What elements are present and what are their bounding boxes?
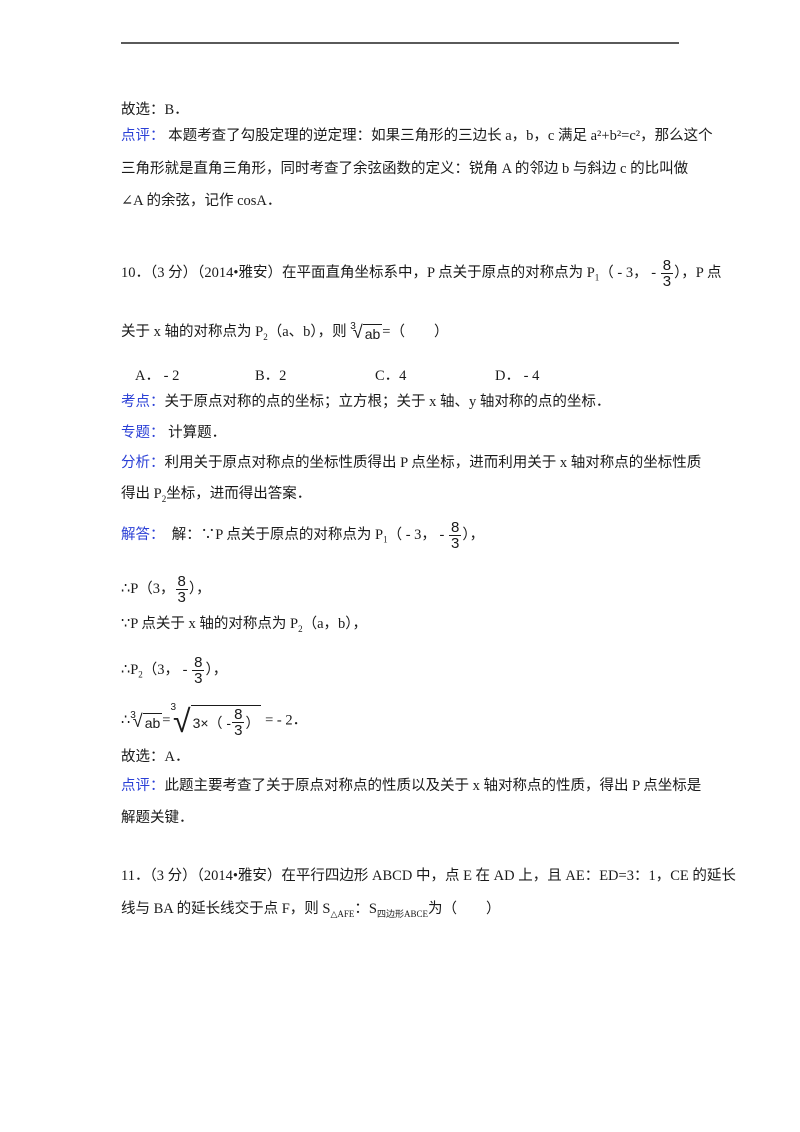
q9-comment-line-1: 点评： 本题考查了勾股定理的逆定理：如果三角形的三边长 a，b，c 满足 a²+… [121, 128, 713, 144]
solution-line-3: ∵P 点关于 x 轴的对称点为 P2（a，b）， [121, 616, 368, 634]
solution-answer: 故选：A． [121, 749, 190, 765]
q11-stem-line-2: 线与 BA 的延长线交于点 F，则 S△AFE：S四边形ABCE为（ ） [121, 901, 501, 919]
q9-answer: 故选：B． [121, 102, 189, 118]
q10-comment-line-1: 点评：此题主要考查了关于原点对称点的性质以及关于 x 轴对称点的性质，得出 P … [121, 778, 702, 794]
comment-label: 点评： [121, 128, 165, 144]
option-c: C．4 [375, 368, 407, 384]
fenxi-line-2: 得出 P2坐标，进而得出答案． [121, 486, 312, 504]
q11-stem-line-1: 11．（3 分）（2014•雅安）在平行四边形 ABCD 中，点 E 在 AD … [121, 868, 736, 884]
kaodian: 考点：关于原点对称的点的坐标；立方根；关于 x 轴、y 轴对称的点的坐标． [121, 394, 611, 410]
q9-comment-line-2: 三角形就是直角三角形，同时考查了余弦函数的定义：锐角 A 的邻边 b 与斜边 c… [121, 161, 689, 177]
zhuanti: 专题： 计算题． [121, 425, 227, 441]
q10-stem-line-1: 10．（3 分）（2014•雅安）在平面直角坐标系中，P 点关于原点的对称点为 … [121, 257, 722, 290]
q10-comment-line-2: 解题关键． [121, 810, 194, 826]
fenxi-line-1: 分析：利用关于原点对称点的坐标性质得出 P 点坐标，进而利用关于 x 轴对称点的… [121, 455, 702, 471]
option-b: B．2 [255, 368, 287, 384]
q9-comment-line-3: ∠A 的余弦，记作 cosA． [121, 193, 282, 209]
q10-stem-line-2: 关于 x 轴的对称点为 P2（a、b），则 3√ab=（ ） [121, 321, 449, 343]
header-rule [121, 42, 679, 44]
option-d: D． - 4 [495, 368, 540, 384]
cube-root-ab: 3√ab [350, 321, 383, 343]
option-a: A． - 2 [135, 368, 180, 384]
